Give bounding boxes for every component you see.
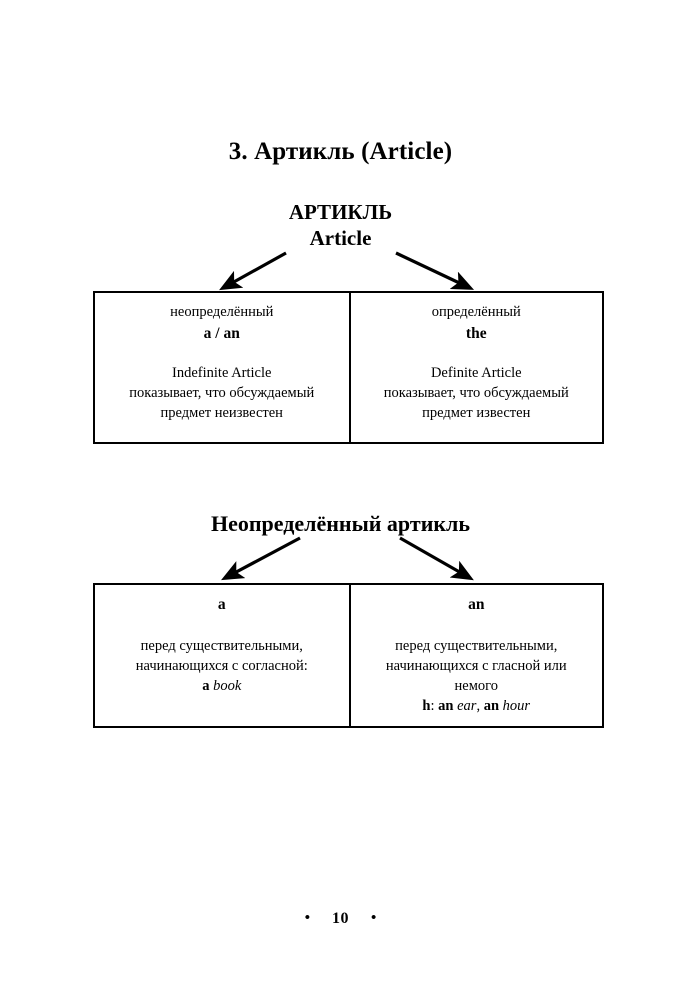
- cell-usage-a-description: перед существительными, начинающихся с с…: [103, 636, 341, 696]
- cell-usage-an-desc-line-2: начинающихся с гласной или: [385, 658, 567, 675]
- cell-usage-an-description: перед существительными, начинающихся с г…: [359, 636, 595, 716]
- spacer: [359, 615, 595, 636]
- cell-usage-an-desc-line-1: перед существительными,: [395, 638, 558, 655]
- footer-bullet-right: •: [371, 909, 377, 926]
- cell-indefinite-desc-line-1: Indefinite Article: [172, 365, 272, 382]
- cell-usage-an-example-noun-2: hour: [502, 698, 531, 715]
- cell-indefinite-forms: a / an: [203, 325, 240, 342]
- cell-definite-desc-line-1: Definite Article: [430, 365, 522, 382]
- cell-usage-a: a перед существительными, начинающихся с…: [95, 585, 349, 726]
- diagram-article-heading-en: Article: [309, 225, 372, 250]
- page-title: 3. Артикль (Article): [228, 138, 453, 165]
- cell-definite-desc-line-2: показывает, что обсуждаемый: [383, 385, 569, 402]
- cell-usage-an-word: an: [468, 596, 485, 613]
- cell-usage-an-example-sep-1: :: [430, 698, 439, 715]
- cell-definite-forms: the: [465, 325, 487, 342]
- cell-usage-a-desc-line-1: перед существительными,: [140, 638, 303, 655]
- cell-usage-a-example-article: a: [202, 678, 214, 695]
- cell-definite-article: определённый the Definite Article показы…: [348, 293, 603, 442]
- cell-indefinite-article: неопределённый a / an Indefinite Article…: [95, 293, 349, 442]
- diagram-article-heading: АРТИКЛЬ Article: [0, 200, 681, 251]
- cell-definite-term: определённый: [431, 304, 521, 320]
- cell-usage-an-example: h: an ear, an hour: [359, 696, 595, 716]
- arrow-article-left: [219, 251, 287, 291]
- cell-usage-an-example-sep-2: ,: [476, 698, 484, 715]
- cell-usage-a-example-noun: book: [213, 678, 242, 695]
- cell-usage-a-example: a book: [103, 676, 341, 696]
- page-footer: • 10 •: [0, 910, 681, 928]
- cell-definite-description: Definite Article показывает, что обсужда…: [359, 363, 595, 423]
- cell-usage-an-desc-line-3: немого: [454, 678, 498, 695]
- diagram-indefinite-heading: Неопределённый артикль: [210, 511, 471, 536]
- table-article-types: неопределённый a / an Indefinite Article…: [93, 291, 604, 444]
- cell-indefinite-term: неопределённый: [170, 304, 274, 320]
- cell-usage-an-example-letter: h: [422, 698, 431, 715]
- cell-usage-a-word: a: [217, 596, 226, 613]
- cell-usage-an-example-noun-1: ear: [457, 698, 477, 715]
- spacer: [103, 615, 341, 636]
- cell-usage-an: an перед существительными, начинающихся …: [348, 585, 603, 726]
- arrow-indefinite-right: [399, 536, 474, 581]
- spacer: [103, 344, 341, 363]
- arrow-indefinite-left: [221, 536, 301, 581]
- cell-definite-desc-line-3: предмет известен: [422, 405, 531, 422]
- cell-indefinite-description: Indefinite Article показывает, что обсуж…: [103, 363, 341, 423]
- cell-usage-an-example-article-1: an: [438, 698, 458, 715]
- cell-usage-an-example-article-2: an: [483, 698, 503, 715]
- table-indefinite-usage: a перед существительными, начинающихся с…: [93, 583, 604, 728]
- page-number: 10: [332, 910, 349, 927]
- arrow-article-right: [395, 251, 475, 290]
- diagram-article-heading-ru: АРТИКЛЬ: [288, 200, 393, 224]
- cell-indefinite-desc-line-2: показывает, что обсуждаемый: [129, 385, 315, 402]
- spacer: [359, 344, 595, 363]
- cell-indefinite-desc-line-3: предмет неизвестен: [160, 405, 283, 422]
- footer-bullet-left: •: [304, 909, 310, 926]
- cell-usage-a-desc-line-2: начинающихся с согласной:: [135, 658, 308, 675]
